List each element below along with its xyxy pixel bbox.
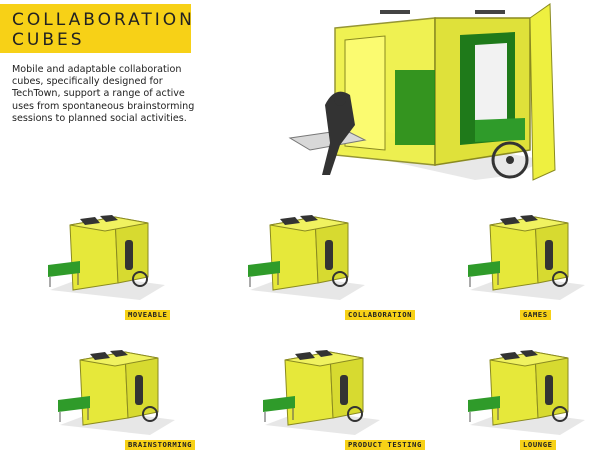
title-banner: COLLABORATION CUBES [0,4,192,53]
scenario-label: GAMES [520,310,551,320]
main-cube-illustration [288,3,556,181]
page-title: COLLABORATION CUBES [12,10,195,50]
scenario-illustration [263,350,380,435]
scenario-illustration [468,215,585,300]
description: Mobile and adaptable collaboration cubes… [12,64,195,124]
scenario-illustration [248,215,365,300]
scenario-illustration [58,350,175,435]
scenario-label: COLLABORATION [345,310,416,320]
title-line-2: CUBES [12,30,85,50]
scenario-illustration [48,215,165,300]
scenario-illustration [468,350,585,435]
title-line-1: COLLABORATION [12,10,195,30]
scenario-label: LOUNGE [520,440,556,450]
scenario-label: BRAINSTORMING [125,440,196,450]
scenario-label: PRODUCT TESTING [345,440,425,450]
scenario-label: MOVEABLE [125,310,171,320]
